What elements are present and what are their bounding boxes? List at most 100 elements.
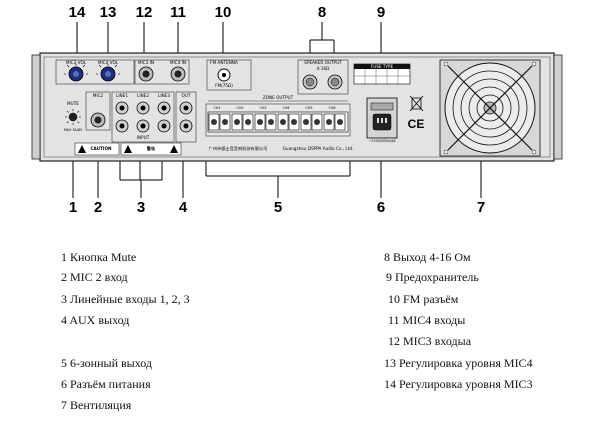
callout-10: 10: [215, 4, 232, 21]
ch4-label: CH4: [282, 106, 289, 110]
mic3-in-label: MIC3 IN: [138, 60, 154, 65]
mute-sub-label: MAX 3A/85: [64, 128, 83, 132]
legend-right-9: 9 Предохранитель: [386, 270, 479, 284]
mic-vol-frame: [55, 59, 135, 85]
fuse-table-grid: [354, 69, 410, 84]
caution-triangle-icon: [78, 145, 86, 153]
ce-mark-icon: CE: [408, 117, 425, 131]
zone-terminal-block[interactable]: [207, 111, 349, 133]
power-rating-label: ~220V/50Hz/4A: [368, 139, 396, 143]
callout-1: 1: [69, 199, 77, 216]
rack-ear-left: [31, 54, 41, 160]
callout-2: 2: [94, 199, 102, 216]
callout-9: 9: [377, 4, 385, 21]
legend-right-12: 12 MIC3 входыа: [388, 334, 472, 348]
callout-7: 7: [477, 199, 485, 216]
mic4-in-label: MIC4 IN: [170, 60, 186, 65]
warning-triangle-left-icon: [124, 145, 132, 153]
ch2-label: CH2: [236, 106, 243, 110]
ch6-label: CH6: [328, 106, 335, 110]
speaker-ohm-label: 4-16Ω: [317, 66, 331, 71]
aux-out-jack-top[interactable]: [179, 101, 193, 115]
line3-label: LINE3: [158, 93, 170, 98]
weee-bin-icon: [409, 95, 424, 112]
callout-5: 5: [274, 199, 282, 216]
mic3-in-jack[interactable]: [138, 66, 154, 82]
legend-left-2: 2 MIC 2 вход: [61, 270, 128, 284]
mute-label: MUTE: [67, 101, 79, 106]
callout-13: 13: [100, 4, 117, 21]
speaker-terminal-left[interactable]: [302, 74, 318, 90]
speaker-terminal-right[interactable]: [327, 74, 343, 90]
aux-out-jack-bottom[interactable]: [179, 119, 193, 133]
callout-12: 12: [136, 4, 153, 21]
line-input-frame: [111, 91, 175, 143]
caution-label-box: [74, 142, 120, 156]
company-cn-label: 广州市德士音音响科技有限公司: [209, 145, 268, 152]
legend-right-10: 10 FM разъём: [388, 292, 459, 306]
callout-8: 8: [318, 4, 326, 21]
callout-4: 4: [179, 199, 188, 216]
socket-pin-right-icon: [385, 118, 387, 123]
aux-out-frame: [175, 91, 197, 143]
line1-label: LINE1: [116, 93, 128, 98]
socket-pin-center-icon: [381, 118, 383, 123]
out-label: OUT: [182, 93, 191, 98]
legend-left-3: 3 Линейные входы 1, 2, 3: [61, 292, 190, 306]
socket-pin-left-icon: [377, 118, 379, 123]
ventilation-fan-icon: [439, 59, 541, 157]
chassis-inner-border: [43, 56, 551, 158]
legend-right-13: 13 Регулировка уровня MIC4: [384, 356, 533, 370]
ch5-label: CH5: [305, 106, 312, 110]
fm-antenna-jack[interactable]: [217, 68, 231, 82]
caution-label: CAUTION: [90, 146, 112, 151]
speaker-output-label: SPEAKER OUTPUT: [304, 60, 342, 65]
legend-left-6: 6 Разъём питания: [61, 377, 151, 391]
fuse-type-label: FUSE TYPE: [371, 64, 394, 69]
zone-output-label: ZONE OUTPUT: [263, 95, 294, 100]
fuse-type-header: [354, 64, 410, 69]
legend-left-1: 1 Кнопка Mute: [61, 250, 137, 264]
line3-jack-bottom[interactable]: [157, 119, 171, 133]
mic2-jack[interactable]: [90, 112, 106, 128]
legend-right-11: 11 MIC4 входы: [388, 313, 466, 327]
input-label: INPUT: [137, 135, 150, 140]
ch3-label: CH3: [259, 106, 266, 110]
company-en-label: Guangzhou DSPPA Audio Co., Ltd.: [283, 146, 354, 151]
mic2-frame: [85, 91, 111, 131]
legend-left-4: 4 AUX выход: [61, 313, 130, 327]
fuse-holder-icon[interactable]: [370, 102, 394, 111]
legend-right-8: 8 Выход 4-16 Ом: [384, 250, 471, 264]
mic4-vol-label: MIC4 VOL: [98, 60, 119, 65]
mic4-vol-knob[interactable]: [96, 64, 120, 82]
warning-triangle-right-icon: [170, 145, 178, 153]
speaker-output-frame: [297, 59, 349, 95]
line2-jack-bottom[interactable]: [136, 119, 150, 133]
line2-label: LINE2: [137, 93, 149, 98]
mic2-label: MIC2: [93, 93, 104, 98]
warning-label-box: [120, 142, 182, 156]
mic-in-frame: [134, 59, 190, 85]
legend-left-5: 5 6-зонный выход: [61, 356, 153, 370]
callout-6: 6: [377, 199, 385, 216]
fm-antenna-label: FM ANTENNA: [210, 60, 238, 65]
mic4-in-jack[interactable]: [170, 66, 186, 82]
callout-3: 3: [137, 199, 145, 216]
mute-button[interactable]: [65, 109, 81, 125]
rack-ear-right: [553, 54, 563, 160]
callout-14: 14: [69, 4, 86, 21]
legend-left-7: 7 Вентиляция: [61, 398, 132, 412]
legend-right-14: 14 Регулировка уровня MIC3: [384, 377, 533, 391]
fm-frame: [206, 59, 252, 91]
line1-jack-bottom[interactable]: [115, 119, 129, 133]
line2-jack-top[interactable]: [136, 101, 150, 115]
fm-impedance-label: FM(75Ω): [215, 83, 233, 88]
line1-jack-top[interactable]: [115, 101, 129, 115]
warning-cn-label: 警告: [147, 145, 156, 152]
line3-jack-top[interactable]: [157, 101, 171, 115]
callout-11: 11: [170, 4, 186, 21]
mic3-vol-knob[interactable]: [64, 64, 88, 82]
mic3-vol-label: MIC3 VOL: [66, 60, 87, 65]
ch1-label: CH1: [213, 106, 220, 110]
